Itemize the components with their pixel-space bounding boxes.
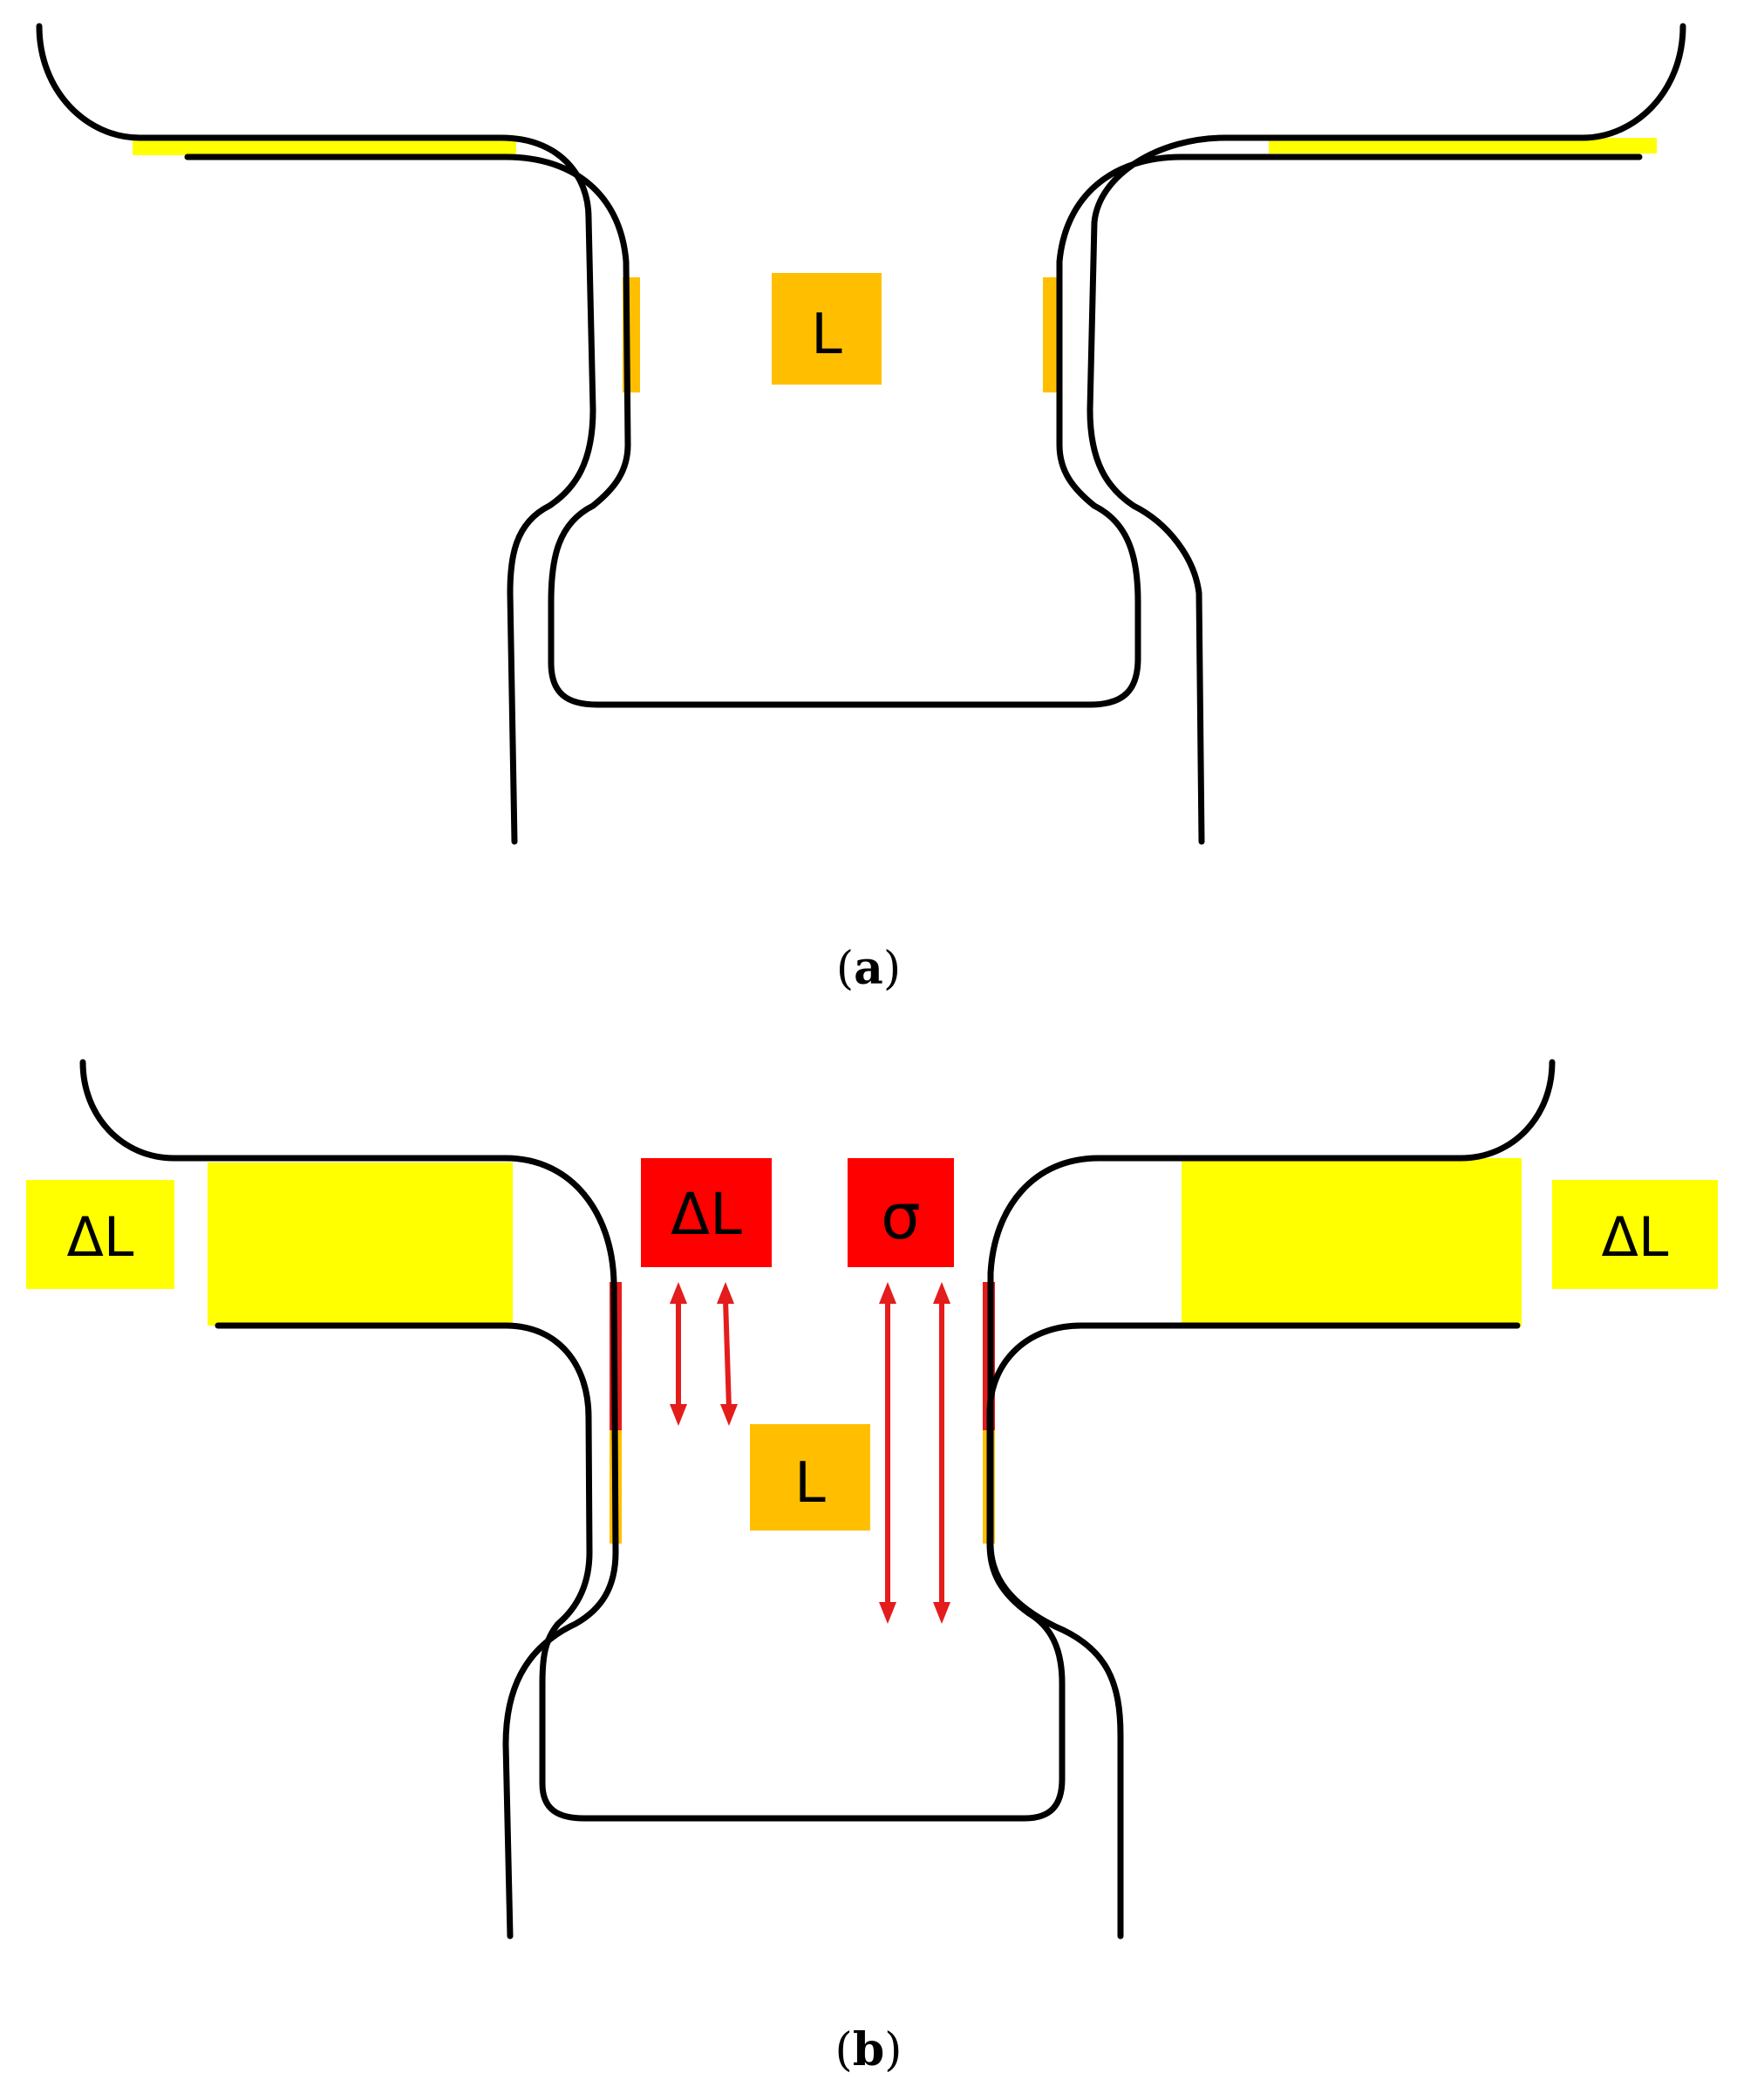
panel-b-length-label-text: L	[794, 1451, 826, 1516]
panel-b-right-yellow-block	[1182, 1158, 1522, 1326]
panel-a-right-wall-highlight	[1043, 277, 1060, 392]
panel-b-delta-length-right-text: ΔL	[1602, 1205, 1669, 1269]
double-arrow-4	[933, 1282, 950, 1624]
double-arrow-2	[717, 1282, 738, 1426]
panel-b-arrows	[670, 1282, 950, 1624]
panel-b-left-outer-line	[79, 1059, 619, 1940]
panel-a-left-strip-highlight	[133, 140, 516, 155]
panel-b-delta-length-left-label: ΔL	[26, 1180, 174, 1289]
double-arrow-3	[879, 1282, 896, 1624]
panel-a-right-outer-line	[1086, 23, 1686, 845]
panel-b-length-label: L	[750, 1424, 870, 1531]
panel-b-stress-red-label: σ	[848, 1158, 954, 1267]
panel-b-caption: (b)	[835, 2023, 903, 2076]
panel-a-length-label: L	[772, 273, 882, 385]
panel-a-right-strip-highlight	[1269, 138, 1657, 153]
panel-a-caption: (a)	[836, 942, 901, 995]
panel-b-right-outer-line	[987, 1059, 1556, 1940]
panel-a-caption-letter: a	[854, 942, 883, 995]
panel-b-stress-red-text: σ	[881, 1180, 921, 1253]
panel-b-delta-length-right-label: ΔL	[1552, 1180, 1718, 1289]
panel-a-left-inner-line	[184, 153, 1643, 708]
panel-b-caption-letter: b	[853, 2023, 884, 2076]
panel-a-left-outer-line	[36, 23, 596, 845]
panel-a-length-label-text: L	[811, 303, 842, 367]
panel-b-left-yellow-block	[208, 1162, 513, 1326]
panel-a: L (a)	[36, 23, 1686, 995]
panel-b-inner-line	[215, 1322, 1521, 1822]
panel-b: ΔL σ L ΔL ΔL	[26, 1059, 1718, 2076]
panel-b-delta-length-red-text: ΔL	[671, 1181, 742, 1248]
panel-b-delta-length-left-text: ΔL	[67, 1205, 134, 1269]
panel-b-delta-length-red-label: ΔL	[641, 1158, 772, 1267]
double-arrow-1	[670, 1282, 687, 1426]
